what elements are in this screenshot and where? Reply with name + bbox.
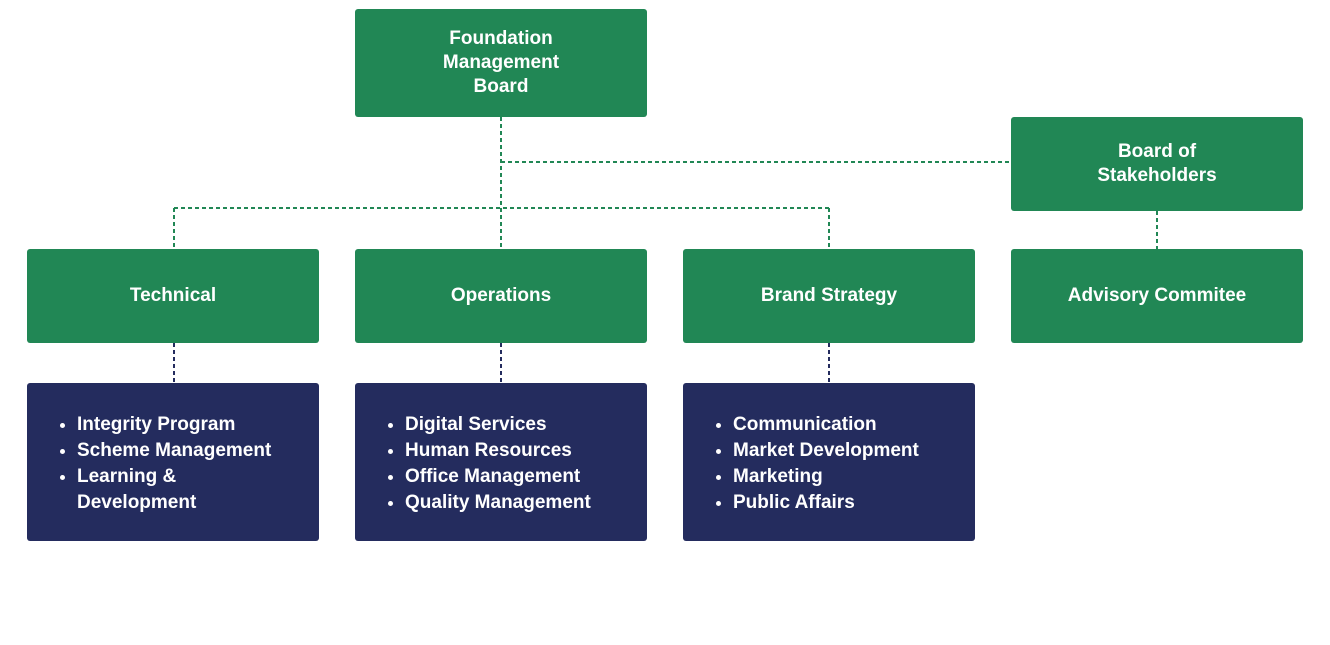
node-label: Advisory Commitee <box>1067 285 1247 306</box>
list-item: Integrity Program <box>77 412 305 438</box>
node-label: Board of Stakeholders <box>1097 141 1217 186</box>
node-advisory-commitee: Advisory Commitee <box>1011 249 1303 343</box>
list-item: Scheme Management <box>77 438 305 464</box>
node-technical: Technical <box>27 249 319 343</box>
list-item: Office Management <box>405 464 633 490</box>
node-operations: Operations <box>355 249 647 343</box>
list-item: Marketing <box>733 464 961 490</box>
node-foundation-management-board: Foundation Management Board <box>355 9 647 117</box>
node-board-of-stakeholders: Board of Stakeholders <box>1011 117 1303 211</box>
list-item: Market Development <box>733 438 961 464</box>
operations-functions-box: Digital Services Human Resources Office … <box>355 383 647 541</box>
operations-functions-list: Digital Services Human Resources Office … <box>386 412 633 516</box>
list-item: Learning & Development <box>77 464 305 516</box>
node-brand-strategy: Brand Strategy <box>683 249 975 343</box>
technical-functions-list: Integrity Program Scheme Management Lear… <box>58 412 305 516</box>
list-item: Digital Services <box>405 412 633 438</box>
node-label: Foundation Management Board <box>442 28 560 97</box>
brand-strategy-functions-list: Communication Market Development Marketi… <box>714 412 961 516</box>
brand-strategy-functions-box: Communication Market Development Marketi… <box>683 383 975 541</box>
node-label: Technical <box>129 285 217 306</box>
list-item: Human Resources <box>405 438 633 464</box>
node-label: Brand Strategy <box>760 285 898 306</box>
list-item: Public Affairs <box>733 490 961 516</box>
node-label: Operations <box>450 285 552 306</box>
technical-functions-box: Integrity Program Scheme Management Lear… <box>27 383 319 541</box>
list-item: Communication <box>733 412 961 438</box>
list-item: Quality Management <box>405 490 633 516</box>
